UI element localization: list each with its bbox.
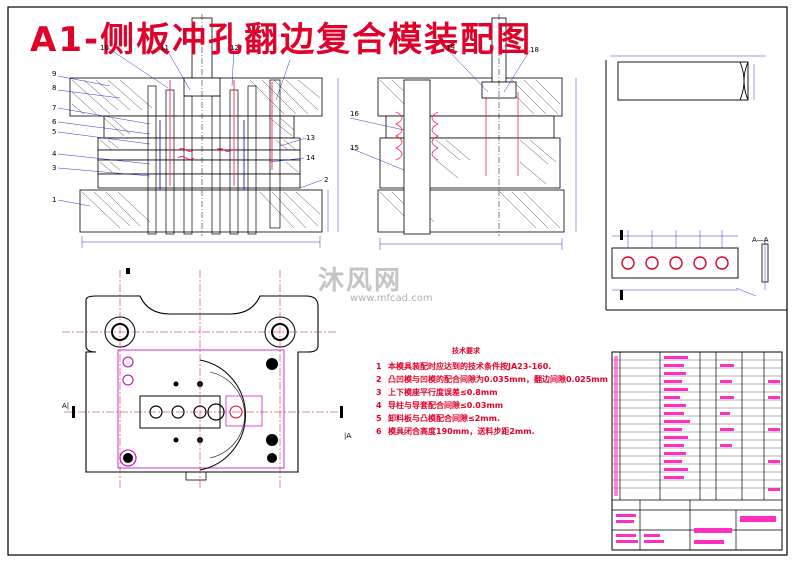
part-number: 14: [306, 154, 315, 162]
part-number: 7: [52, 104, 57, 112]
part-number: 5: [52, 128, 57, 136]
part-number: 6: [52, 118, 57, 126]
plan-view: [62, 268, 344, 490]
drawing-title: A1-侧板冲孔翻边复合模装配图: [30, 20, 533, 60]
section-label: A—A: [752, 236, 769, 244]
part-number: 13: [306, 134, 315, 142]
watermark: 沐风网 www.mfcad.com: [318, 260, 433, 304]
part-number: 3: [52, 164, 57, 172]
front-section-view: [57, 14, 339, 248]
section-label: |A: [344, 432, 352, 440]
bom-text-blocks: [614, 356, 780, 544]
section-a-a: [611, 230, 769, 300]
part-number: 15: [350, 144, 359, 152]
part-number: 1: [52, 196, 57, 204]
part-number: 18: [530, 46, 539, 54]
section-markers: [72, 406, 343, 418]
part-number: 9: [52, 70, 57, 78]
part-drawing: [610, 55, 766, 101]
part-number: 2: [324, 176, 329, 184]
watermark-brand: 沐风网: [318, 266, 403, 296]
bom-rows: [612, 359, 782, 489]
notes-heading: 技术要求: [452, 347, 480, 355]
part-number: 12: [230, 44, 239, 52]
section-label: A|: [62, 402, 70, 410]
part-number: 19: [446, 44, 455, 52]
part-number: 8: [52, 84, 57, 92]
side-section-view: [349, 14, 577, 250]
part-number: 10: [100, 44, 109, 52]
sheet-border: [7, 6, 788, 556]
watermark-url: www.mfcad.com: [350, 293, 433, 304]
part-number: 11: [160, 44, 169, 52]
part-number: 16: [350, 110, 359, 118]
part-number: 4: [52, 150, 57, 158]
